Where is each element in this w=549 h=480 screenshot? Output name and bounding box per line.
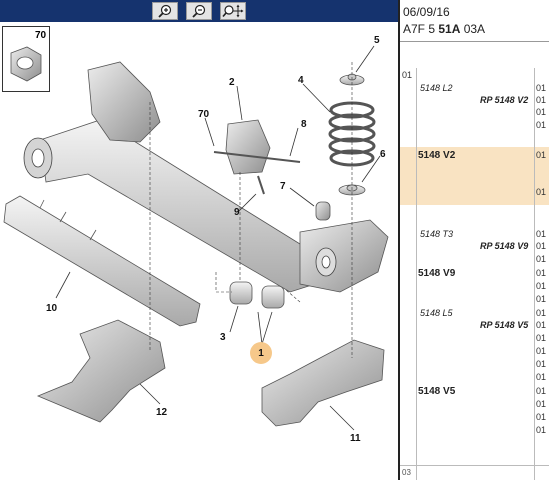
zoom-in-icon — [158, 4, 172, 18]
zoom-out-icon — [192, 4, 206, 18]
row-qty: 01 — [536, 412, 547, 422]
bump-stop — [315, 201, 331, 221]
row-qty: 01 — [536, 107, 547, 117]
catalog-code: A7F 5 51A 03A — [403, 22, 486, 36]
part-main-5148-v2[interactable]: 5148 V2 — [418, 150, 456, 161]
bottom-rule — [400, 465, 549, 466]
zoom-out-button[interactable] — [186, 2, 212, 20]
toolbar — [0, 0, 398, 22]
callout-4[interactable]: 4 — [298, 75, 304, 86]
parts-list-panel: 06/09/16 A7F 5 51A 03A 01 5148 L2 01 RP … — [400, 0, 549, 480]
axle-beam — [23, 61, 389, 293]
rear-axle-illustration — [3, 45, 389, 431]
row-qty: 01 — [536, 359, 547, 369]
part-rp-5148-v2[interactable]: RP 5148 V2 — [480, 95, 529, 105]
row-qty: 01 — [536, 241, 547, 251]
heat-shield-right — [261, 339, 385, 427]
panel-header: 06/09/16 A7F 5 51A 03A — [400, 0, 549, 42]
catalog-date: 06/09/16 — [403, 5, 450, 19]
zoom-pan-icon — [222, 4, 244, 18]
part-ref-5148-t3[interactable]: 5148 T3 — [420, 229, 454, 239]
column-divider-right — [534, 68, 535, 480]
inset-label: 70 — [35, 30, 47, 41]
row-qty: 01 — [536, 229, 547, 239]
row-qty: 01 — [536, 281, 547, 291]
row-qty: 01 — [536, 254, 547, 264]
row-qty: 01 — [536, 372, 547, 382]
callout-8[interactable]: 8 — [301, 119, 307, 130]
part-ref-5148-l2[interactable]: 5148 L2 — [420, 83, 453, 93]
bottom-qty-stub: 03 — [402, 468, 411, 477]
callout-2[interactable]: 2 — [229, 77, 235, 88]
row-qty: 01 — [536, 308, 547, 318]
part-rp-5148-v9[interactable]: RP 5148 V9 — [480, 241, 529, 251]
callout-70[interactable]: 70 — [198, 109, 210, 120]
row-qty: 01 — [536, 399, 547, 409]
callout-6[interactable]: 6 — [380, 149, 386, 160]
column-divider-left — [416, 68, 417, 480]
callout-11[interactable]: 11 — [350, 433, 361, 444]
row-qty: 01 — [536, 150, 547, 160]
callout-9[interactable]: 9 — [234, 207, 240, 218]
callout-10[interactable]: 10 — [46, 303, 58, 314]
callout-12[interactable]: 12 — [156, 407, 168, 418]
row-qty: 01 — [536, 425, 547, 435]
part-rp-5148-v5[interactable]: RP 5148 V5 — [480, 320, 529, 330]
alignment-lines — [149, 62, 353, 358]
row-qty: 01 — [536, 268, 547, 278]
part-ref-5148-l5[interactable]: 5148 L5 — [420, 308, 453, 318]
heat-shield-left — [36, 319, 166, 423]
row-qty: 01 — [536, 187, 547, 197]
row-qty: 01 — [536, 95, 547, 105]
row-qty: 01 — [536, 320, 547, 330]
zoom-in-button[interactable] — [152, 2, 178, 20]
callout-7[interactable]: 7 — [280, 181, 286, 192]
trailing-rod — [3, 195, 201, 327]
nut-icon — [10, 46, 42, 82]
mounting-bracket — [213, 119, 301, 195]
axle-bushings — [229, 281, 285, 309]
row-qty: 01 — [536, 346, 547, 356]
panel-divider — [398, 0, 400, 480]
row-qty: 01 — [536, 333, 547, 343]
row-qty: 01 — [536, 83, 547, 93]
exploded-parts-diagram: 70 5 2 4 70 8 6 7 9 10 3 1 12 11 — [0, 22, 398, 480]
callout-3[interactable]: 3 — [220, 332, 226, 343]
selected-row-highlight — [400, 147, 549, 205]
callout-5[interactable]: 5 — [374, 35, 380, 46]
zoom-pan-button[interactable] — [220, 2, 246, 20]
row-qty: 01 — [536, 294, 547, 304]
inset-nut-detail: 70 — [2, 26, 50, 92]
row-qty: 01 — [402, 70, 413, 80]
part-main-5148-v9[interactable]: 5148 V9 — [418, 268, 456, 279]
leader-lines — [55, 45, 381, 431]
part-main-5148-v5[interactable]: 5148 V5 — [418, 386, 456, 397]
callout-1[interactable]: 1 — [250, 342, 272, 364]
row-qty: 01 — [536, 120, 547, 130]
row-qty: 01 — [536, 386, 547, 396]
